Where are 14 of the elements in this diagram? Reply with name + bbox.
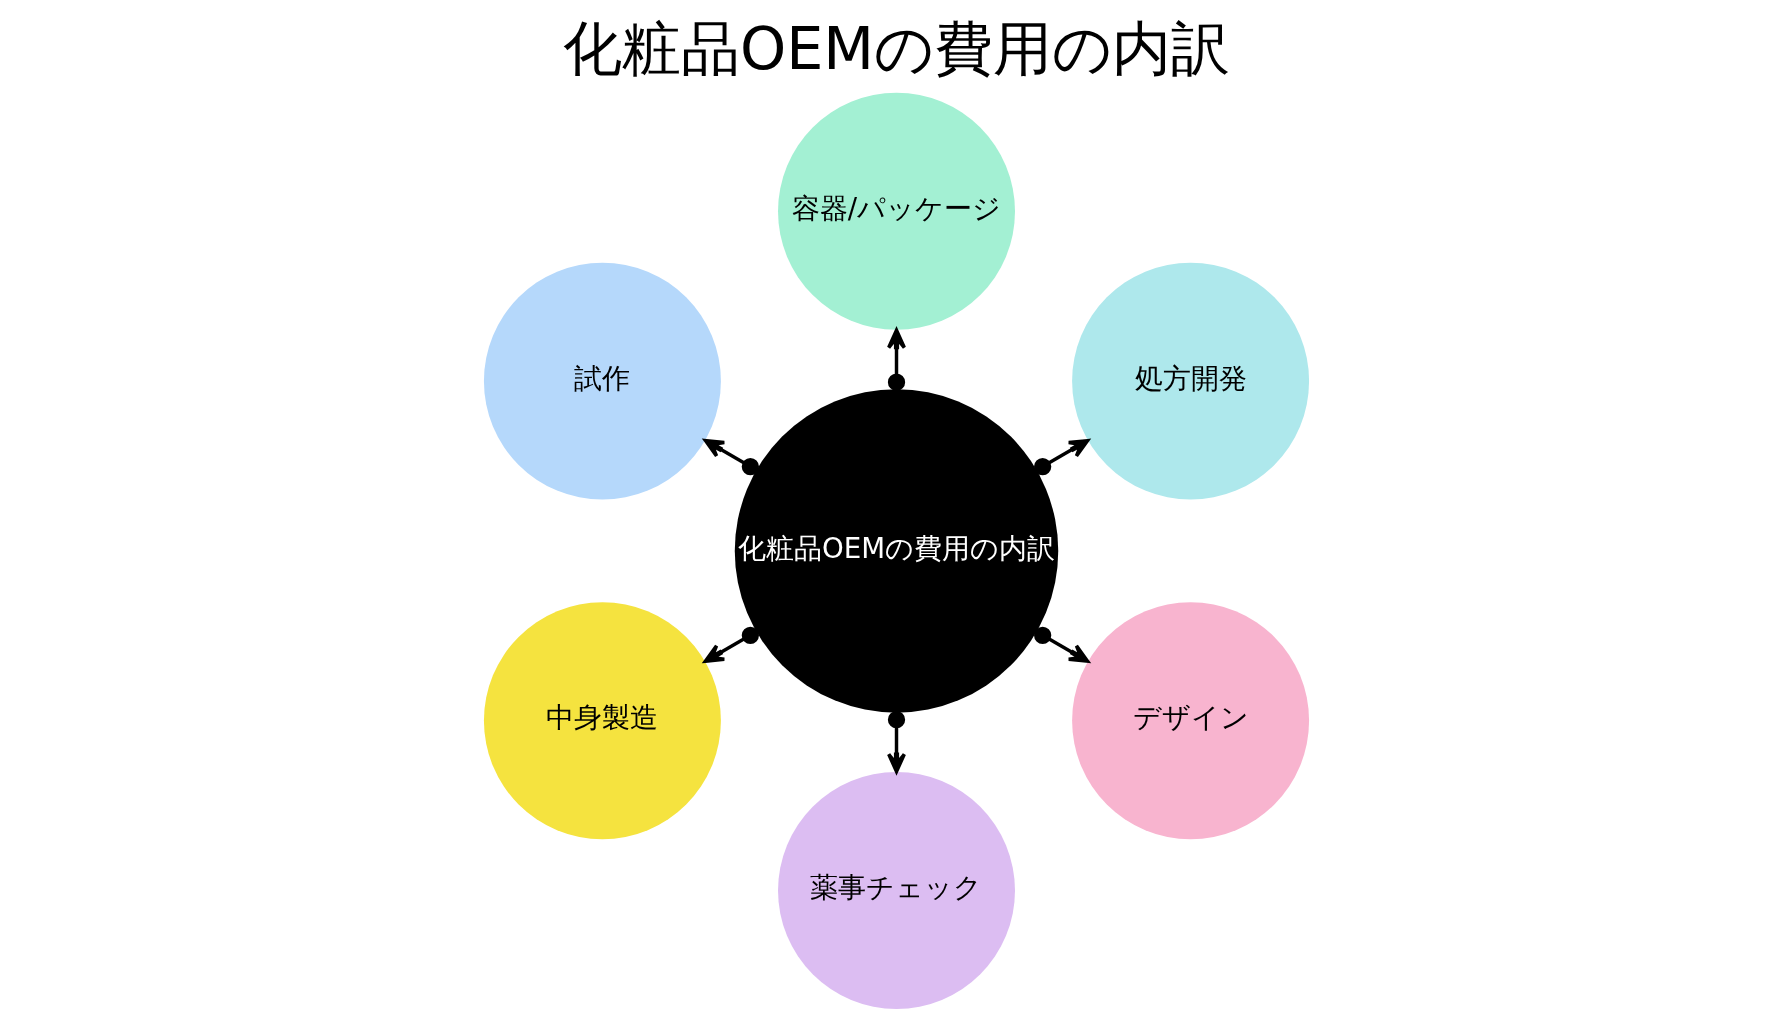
arrow — [1033, 438, 1089, 476]
node-circle: 容器/パッケージ — [777, 92, 1015, 330]
arrow — [886, 711, 906, 774]
diagram-title: 化粧品OEMの費用の内訳 — [562, 13, 1230, 83]
arrow — [1033, 626, 1089, 663]
node-circle: デザイン — [1071, 602, 1309, 840]
arrow — [703, 626, 759, 663]
node-circle: 処方開発 — [1071, 262, 1309, 500]
node-circle: 薬事チェック — [777, 772, 1015, 1009]
node-circle: 試作 — [483, 262, 721, 500]
node-circle: 中身製造 — [483, 602, 721, 840]
arrow — [886, 328, 906, 391]
node-circle: 化粧品OEMの費用の内訳 — [734, 389, 1058, 713]
arrow — [703, 438, 759, 476]
